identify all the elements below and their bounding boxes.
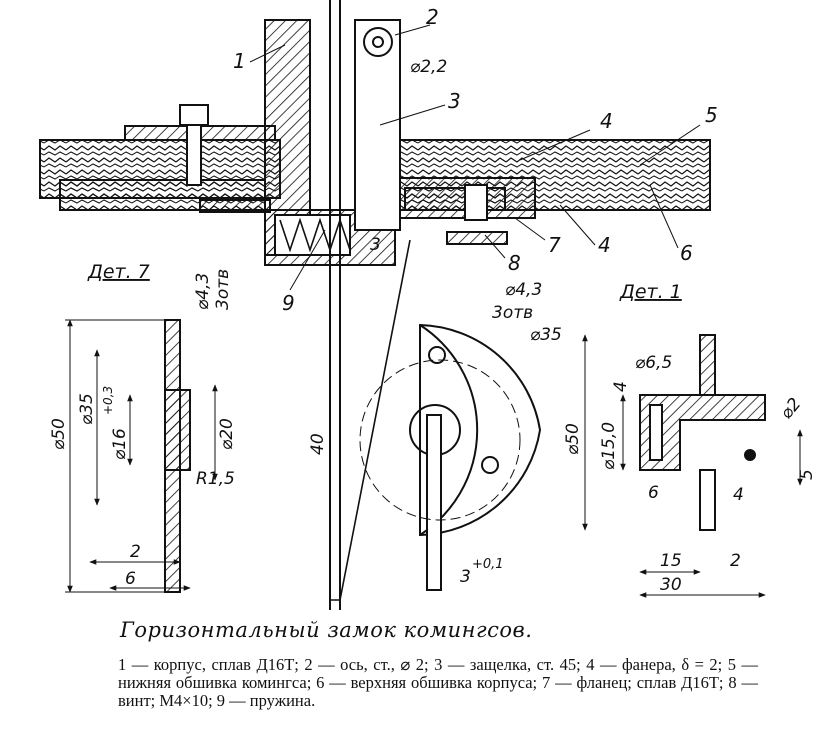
dim-hole-d: ⌀4,3 — [505, 280, 542, 300]
d7-6: 6 — [125, 569, 136, 589]
callout-8: 8 — [508, 251, 521, 275]
d7-d35: ⌀35 — [77, 393, 97, 425]
d1-d15: ⌀15,0 — [599, 422, 619, 470]
dim-len-40: 40 — [308, 433, 328, 455]
dim-holes-n: 3отв — [492, 303, 533, 323]
pin-2 — [363, 27, 393, 57]
arc-view — [359, 323, 542, 591]
detail-7-label: Дет. 7 — [87, 261, 150, 283]
callout-5: 5 — [705, 103, 718, 127]
dim-tol-3: 3 — [460, 567, 471, 587]
callout-4b: 4 — [598, 233, 611, 257]
detail-1-label: Дет. 1 — [619, 281, 682, 303]
dim-gap-3: 3 — [370, 235, 381, 255]
d7-d16: ⌀16 — [110, 428, 130, 460]
d7-holes: ⌀4,3 — [193, 273, 213, 310]
dim-tol-sup: +0,1 — [472, 557, 504, 572]
detail-1 — [582, 334, 803, 598]
d1-15: 15 — [660, 551, 682, 571]
dim-pin-d: ⌀2,2 — [410, 57, 447, 77]
main-assembly — [39, 0, 711, 610]
d7-holes-n: 3отв — [213, 269, 233, 310]
d1-30: 30 — [660, 575, 682, 595]
spring-9 — [279, 217, 351, 253]
callout-1: 1 — [233, 49, 246, 73]
screw-8 — [464, 184, 488, 221]
d1-2: 2 — [730, 551, 741, 571]
d1-d65: ⌀6,5 — [635, 353, 672, 373]
d7-r: R1,5 — [196, 469, 235, 489]
callout-2: 2 — [426, 5, 439, 29]
d1-5: 5 — [797, 469, 817, 480]
caption-legend: 1 — корпус, сплав Д16Т; 2 — ось, ст., ⌀ … — [118, 655, 758, 710]
d1-6: 6 — [648, 483, 659, 503]
detail-7 — [65, 319, 218, 593]
d1-4b: 4 — [733, 485, 744, 505]
callout-3: 3 — [448, 89, 461, 113]
d1-d50: ⌀50 — [563, 423, 583, 455]
callout-4a: 4 — [600, 109, 613, 133]
d7-d50: ⌀50 — [49, 418, 69, 450]
d1-4a: 4 — [611, 381, 631, 392]
callout-9: 9 — [282, 291, 295, 315]
callout-7: 7 — [548, 233, 561, 257]
d7-d16-tol: +0,3 — [101, 386, 115, 415]
dim-circle-35: ⌀35 — [530, 325, 562, 345]
d7-2: 2 — [130, 542, 141, 562]
caption-title: Горизонтальный замок комингсов. — [120, 618, 533, 642]
d7-d20: ⌀20 — [217, 418, 237, 450]
callout-6: 6 — [680, 241, 693, 265]
d1-d2: ⌀2 — [777, 394, 806, 423]
